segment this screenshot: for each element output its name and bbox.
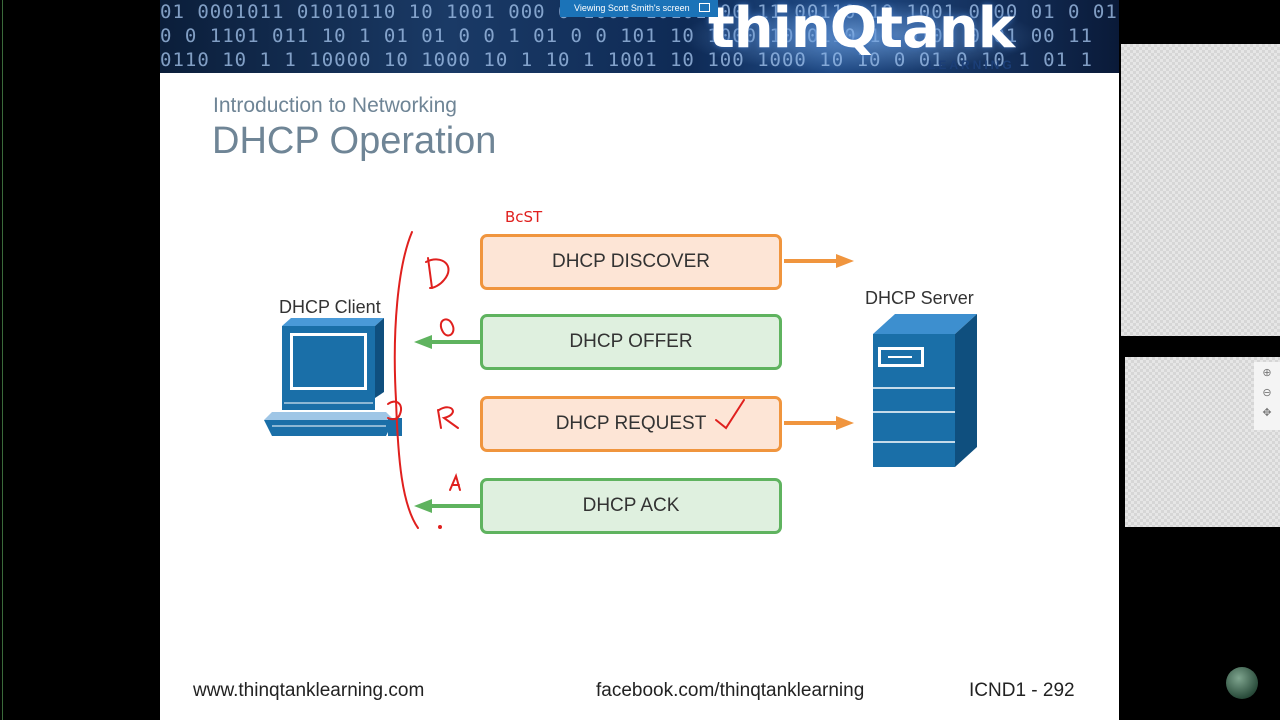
thinqtank-logo: thinQtank bbox=[708, 0, 1015, 61]
slide-banner: 01 0001011 01010110 10 1001 000 0 1000 1… bbox=[160, 0, 1119, 73]
footer-website[interactable]: www.thinqtanklearning.com bbox=[193, 680, 425, 701]
slide-title: DHCP Operation bbox=[212, 120, 497, 162]
server-icon bbox=[873, 314, 977, 467]
move-icon[interactable]: ✥ bbox=[1262, 407, 1272, 419]
viewing-screen-label: Viewing Scott Smith's screen bbox=[574, 3, 690, 13]
request-arrow bbox=[784, 416, 854, 430]
red-annotations bbox=[387, 231, 745, 529]
footer-facebook[interactable]: facebook.com/thinqtanklearning bbox=[596, 680, 865, 701]
loop-mark bbox=[387, 400, 402, 421]
video-thumbnail-top[interactable] bbox=[1121, 44, 1280, 336]
dhcp-discover-box: DHCP DISCOVER bbox=[480, 234, 782, 290]
left-border-line bbox=[2, 0, 3, 720]
dhcp-request-label: DHCP REQUEST bbox=[555, 413, 707, 434]
banner-glow bbox=[680, 0, 1040, 73]
dhcp-client-label: DHCP Client bbox=[279, 297, 381, 317]
handwritten-note: BcST bbox=[505, 208, 543, 226]
dhcp-ack-label: DHCP ACK bbox=[582, 495, 680, 516]
zoom-controls: ⊕ ⊖ ✥ bbox=[1254, 362, 1280, 430]
status-orb[interactable] bbox=[1226, 667, 1258, 699]
bracket-line bbox=[393, 231, 419, 529]
presentation-slide: 01 0001011 01010110 10 1001 000 0 1000 1… bbox=[160, 0, 1119, 720]
discover-arrow bbox=[784, 254, 854, 268]
computer-icon bbox=[264, 318, 402, 436]
screen-share-icon[interactable] bbox=[699, 3, 710, 12]
dhcp-ack-box: DHCP ACK bbox=[480, 478, 782, 534]
dhcp-server-label: DHCP Server bbox=[865, 288, 974, 308]
dhcp-request-box: DHCP REQUEST bbox=[480, 396, 782, 452]
footer-page-number: ICND1 - 292 bbox=[969, 680, 1075, 701]
left-black-margin bbox=[0, 0, 160, 720]
check-mark bbox=[715, 399, 745, 430]
zoom-out-icon[interactable]: ⊖ bbox=[1262, 387, 1272, 399]
logo-subtitle: LEARNING bbox=[928, 58, 1015, 72]
dhcp-offer-label: DHCP OFFER bbox=[569, 331, 693, 352]
slide-subtitle: Introduction to Networking bbox=[213, 94, 457, 117]
zoom-in-icon[interactable]: ⊕ bbox=[1262, 367, 1272, 379]
diagram-graphics: BcST bbox=[264, 208, 977, 529]
ack-arrow bbox=[414, 499, 480, 513]
offer-arrow bbox=[414, 335, 480, 349]
dhcp-offer-box: DHCP OFFER bbox=[480, 314, 782, 370]
dhcp-discover-label: DHCP DISCOVER bbox=[551, 251, 710, 272]
viewing-screen-tab[interactable]: Viewing Scott Smith's screen bbox=[560, 0, 718, 17]
